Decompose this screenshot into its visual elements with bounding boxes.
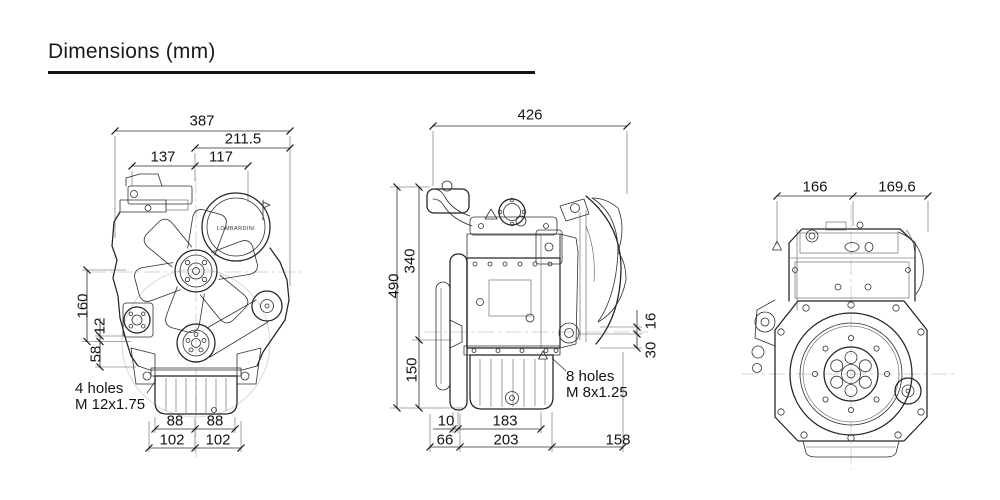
dim-side-150: 150 <box>403 357 421 383</box>
dim-side-490: 490 <box>385 273 403 299</box>
dim-front-102-left: 102 <box>159 431 185 449</box>
side-view-art <box>424 180 648 411</box>
dim-side-total-width: 426 <box>517 106 543 124</box>
dim-side-340: 340 <box>401 248 419 274</box>
dim-side-203: 203 <box>493 431 519 449</box>
front-view-art: LOMBARDINI <box>90 173 302 458</box>
dim-front-102-right: 102 <box>205 431 231 449</box>
side-holes-note-line1: 8 holes <box>566 368 615 385</box>
dim-front-58: 58 <box>87 345 105 363</box>
dim-front-total-width: 387 <box>189 112 215 130</box>
dim-side-16: 16 <box>642 312 660 330</box>
dim-side-183: 183 <box>492 412 518 430</box>
dim-front-right-width: 211.5 <box>224 130 262 148</box>
dim-side-30: 30 <box>642 341 660 359</box>
dim-front-upper-right: 117 <box>209 148 233 166</box>
dim-rear-left-width: 166 <box>802 178 828 196</box>
rear-view-art <box>742 205 958 470</box>
dim-side-158: 158 <box>605 431 631 449</box>
dim-front-upper-left: 137 <box>150 148 176 166</box>
dim-front-12: 12 <box>91 317 109 335</box>
dimension-lines <box>82 122 932 452</box>
side-holes-note-line2: M 8x1.25 <box>566 384 628 401</box>
dim-front-88-left: 88 <box>166 412 184 430</box>
front-holes-note-line1: 4 holes <box>75 380 124 397</box>
page-title: Dimensions (mm) <box>48 40 216 63</box>
dim-rear-right-width: 169.6 <box>878 178 916 196</box>
dim-front-160: 160 <box>74 293 92 319</box>
front-holes-note-line2: M 12x1.75 <box>75 396 146 413</box>
brand-logo-text: LOMBARDINI <box>217 226 255 232</box>
dim-front-88-right: 88 <box>206 412 224 430</box>
dim-side-66: 66 <box>436 431 454 449</box>
dim-side-10: 10 <box>437 412 455 430</box>
title-underline <box>48 71 535 74</box>
